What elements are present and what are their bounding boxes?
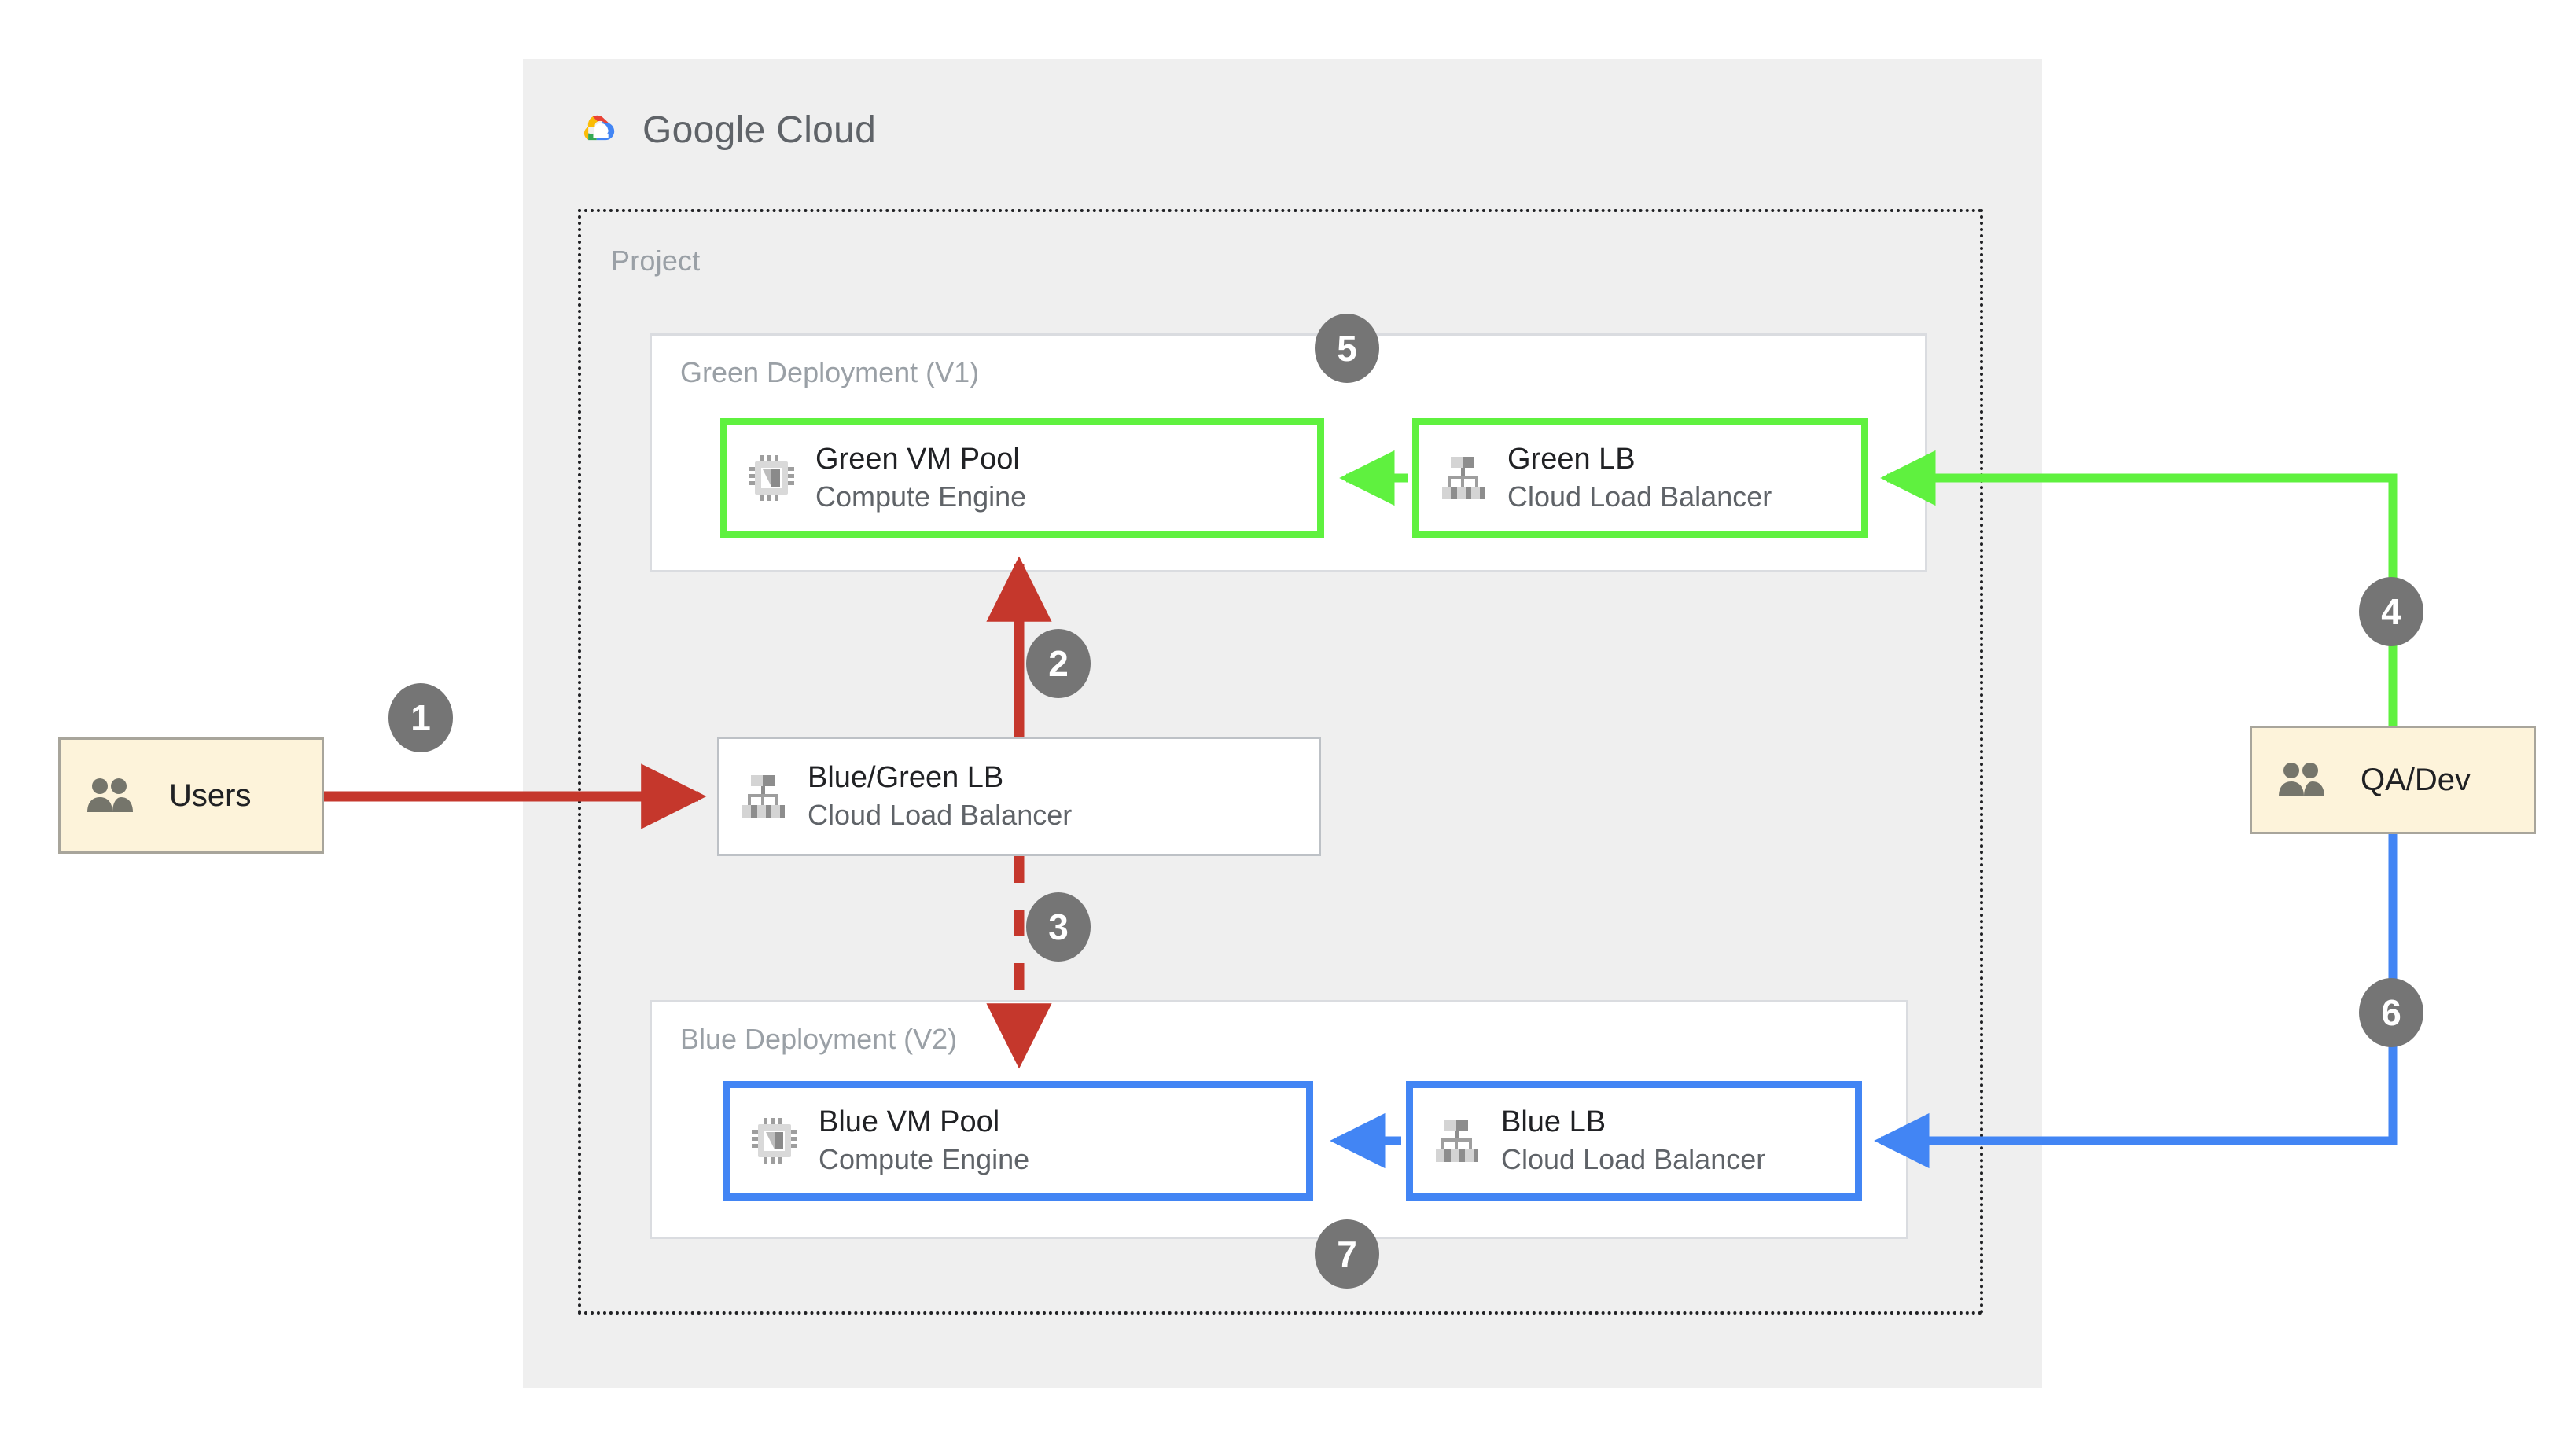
node-green-lb-subtitle: Cloud Load Balancer — [1507, 480, 1772, 513]
node-bluegreen-lb-subtitle: Cloud Load Balancer — [808, 799, 1073, 832]
node-blue-vm-pool-subtitle: Compute Engine — [819, 1143, 1030, 1176]
compute-engine-icon — [751, 1117, 798, 1164]
node-green-vm-pool-title: Green VM Pool — [815, 443, 1020, 476]
compute-engine-icon — [748, 454, 795, 502]
load-balancer-icon — [1433, 1118, 1481, 1164]
node-blue-vm-pool-title: Blue VM Pool — [819, 1105, 1000, 1139]
people-icon — [2277, 762, 2328, 798]
google-cloud-logo-icon — [578, 111, 627, 150]
node-bluegreen-lb-title: Blue/Green LB — [808, 761, 1004, 795]
node-blue-lb[interactable]: Blue LB Cloud Load Balancer — [1406, 1081, 1862, 1201]
people-icon — [86, 778, 136, 814]
project-label: Project — [611, 245, 701, 277]
step-badge-7: 7 — [1315, 1219, 1379, 1289]
brand-cloud: Cloud — [765, 109, 877, 151]
step-badge-3: 3 — [1026, 892, 1091, 962]
node-green-lb-title: Green LB — [1507, 443, 1636, 476]
step-badge-6: 6 — [2359, 978, 2423, 1047]
node-qadev[interactable]: QA/Dev — [2250, 726, 2536, 834]
google-cloud-wordmark: Google Cloud — [642, 108, 876, 152]
node-users-title: Users — [169, 778, 252, 813]
node-green-vm-pool[interactable]: Green VM Pool Compute Engine — [720, 418, 1324, 538]
node-green-vm-pool-subtitle: Compute Engine — [815, 480, 1027, 513]
step-badge-4: 4 — [2359, 577, 2423, 646]
node-blue-lb-subtitle: Cloud Load Balancer — [1501, 1143, 1766, 1176]
load-balancer-icon — [740, 774, 787, 819]
node-bluegreen-lb[interactable]: Blue/Green LB Cloud Load Balancer — [717, 737, 1321, 856]
step-badge-2: 2 — [1026, 629, 1091, 698]
node-qadev-title: QA/Dev — [2361, 763, 2471, 797]
project-boundary — [578, 209, 1983, 1314]
google-cloud-logo: Google Cloud — [578, 108, 876, 152]
blue-deployment-label: Blue Deployment (V2) — [680, 1023, 958, 1055]
node-users[interactable]: Users — [58, 737, 324, 854]
load-balancer-icon — [1440, 455, 1487, 501]
step-badge-5: 5 — [1315, 314, 1379, 383]
node-blue-lb-title: Blue LB — [1501, 1105, 1606, 1139]
node-blue-vm-pool[interactable]: Blue VM Pool Compute Engine — [723, 1081, 1313, 1201]
node-green-lb[interactable]: Green LB Cloud Load Balancer — [1412, 418, 1868, 538]
green-deployment-label: Green Deployment (V1) — [680, 356, 980, 388]
brand-google: Google — [642, 109, 766, 151]
step-badge-1: 1 — [388, 683, 453, 752]
